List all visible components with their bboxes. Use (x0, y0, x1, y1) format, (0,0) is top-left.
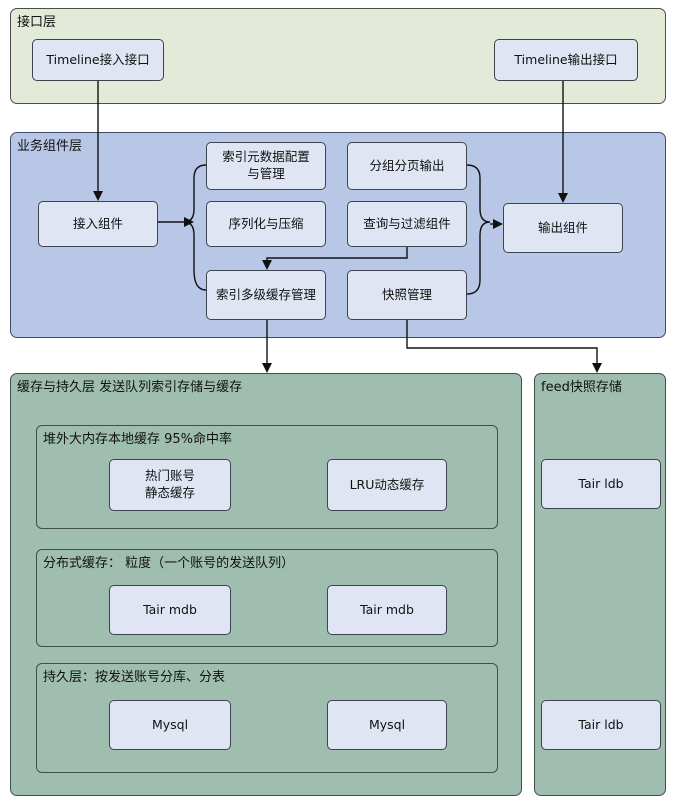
timeline-input-label: Timeline接入接口 (46, 51, 150, 67)
tair-mdb-box-1: Tair mdb (109, 585, 231, 635)
query-filter-label: 查询与过滤组件 (363, 215, 451, 231)
feed-snapshot-title: feed快照存储 (541, 380, 622, 395)
hot-account-cache-box: 热门账号 静态缓存 (109, 459, 231, 511)
business-layer-title: 业务组件层 (17, 139, 83, 154)
access-component: 接入组件 (38, 201, 158, 247)
mysql-label-1: Mysql (151, 716, 189, 732)
lru-cache-label: LRU动态缓存 (349, 476, 425, 492)
access-component-label: 接入组件 (72, 215, 123, 231)
serialize-compress-label: 序列化与压缩 (228, 215, 304, 231)
mysql-label-2: Mysql (368, 716, 406, 732)
serialize-compress-box: 序列化与压缩 (206, 201, 326, 247)
mysql-box-1: Mysql (109, 700, 231, 750)
cache-layer-title: 缓存与持久层 发送队列索引存储与缓存 (17, 380, 243, 395)
lru-cache-box: LRU动态缓存 (327, 459, 447, 511)
output-component-label: 输出组件 (537, 219, 588, 235)
hot-account-cache-label: 热门账号 静态缓存 (144, 468, 195, 500)
index-metadata-box: 索引元数据配置 与管理 (206, 142, 326, 190)
timeline-output-interface: Timeline输出接口 (494, 39, 638, 81)
tair-ldb-label-2: Tair ldb (578, 716, 624, 732)
snapshot-box: 快照管理 (347, 270, 467, 320)
query-filter-box: 查询与过滤组件 (347, 201, 467, 247)
tair-mdb-label-2: Tair mdb (360, 601, 414, 617)
persistent-storage-title: 持久层：按发送账号分库、分表 (43, 670, 226, 685)
index-metadata-label: 索引元数据配置 与管理 (222, 149, 310, 181)
timeline-output-label: Timeline输出接口 (514, 51, 618, 67)
tair-mdb-box-2: Tair mdb (327, 585, 447, 635)
group-paging-box: 分组分页输出 (347, 142, 467, 190)
timeline-input-interface: Timeline接入接口 (32, 39, 164, 81)
tair-ldb-box-2: Tair ldb (541, 700, 661, 750)
offheap-cache-title: 堆外大内存本地缓存 95%命中率 (43, 432, 233, 447)
tair-ldb-label-1: Tair ldb (578, 475, 624, 491)
interface-layer-title: 接口层 (17, 15, 57, 30)
index-cache-label: 索引多级缓存管理 (215, 286, 316, 302)
distributed-cache-title: 分布式缓存： 粒度（一个账号的发送队列） (43, 556, 295, 571)
index-cache-box: 索引多级缓存管理 (206, 270, 326, 320)
output-component: 输出组件 (503, 203, 623, 253)
group-paging-label: 分组分页输出 (369, 157, 445, 173)
snapshot-label: 快照管理 (381, 286, 432, 302)
mysql-box-2: Mysql (327, 700, 447, 750)
tair-ldb-box-1: Tair ldb (541, 459, 661, 509)
tair-mdb-label-1: Tair mdb (143, 601, 197, 617)
